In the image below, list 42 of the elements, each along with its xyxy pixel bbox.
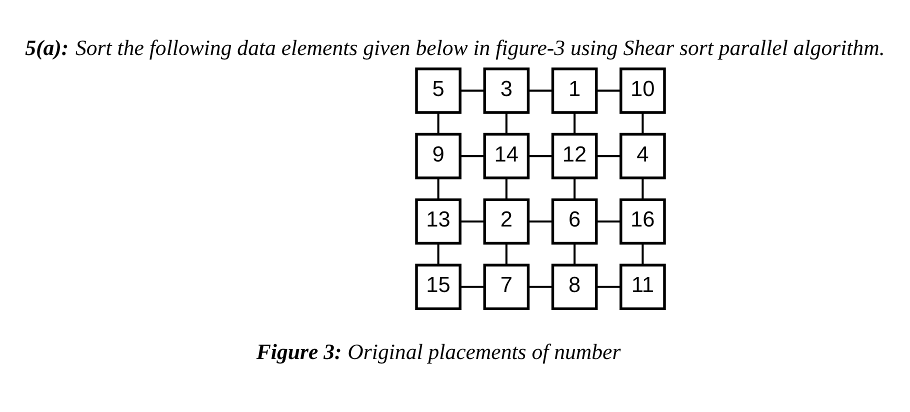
- node-box: 15: [415, 263, 462, 310]
- connector: [528, 285, 552, 288]
- connector: [574, 112, 576, 134]
- connector: [574, 242, 576, 264]
- connector: [460, 89, 484, 92]
- connector: [528, 220, 552, 222]
- connector: [460, 285, 484, 288]
- node-box: 3: [483, 67, 530, 114]
- connector: [642, 112, 644, 134]
- node-box: 10: [620, 67, 666, 114]
- node-box: 14: [483, 132, 530, 179]
- node-box: 16: [620, 198, 666, 244]
- connector: [642, 242, 644, 264]
- connector: [596, 285, 621, 288]
- connector: [528, 154, 552, 157]
- connector: [528, 89, 552, 92]
- node-box: 5: [415, 67, 462, 114]
- connector: [642, 177, 644, 199]
- node-box: 2: [483, 198, 530, 244]
- connector: [460, 220, 484, 222]
- node-box: 6: [551, 198, 598, 244]
- node-box: 1: [551, 67, 598, 114]
- node-box: 9: [415, 132, 462, 179]
- connector: [437, 112, 440, 134]
- node-box: 8: [551, 263, 598, 310]
- connector: [596, 220, 621, 222]
- connector: [505, 112, 508, 134]
- connector: [596, 89, 621, 92]
- node-box: 13: [415, 198, 462, 244]
- connector: [505, 177, 508, 199]
- node-box: 12: [551, 132, 598, 179]
- diagram-title: 5(a): Sort the following data elements given below in figure-3 using Shear sort parallel algorithm.: [25, 35, 885, 60]
- node-box: 11: [620, 263, 666, 310]
- connector: [437, 242, 440, 264]
- connector: [437, 177, 440, 199]
- connector: [596, 154, 621, 157]
- connector: [505, 242, 508, 264]
- caption: Figure 3: Original placements of number: [256, 339, 621, 364]
- connector: [574, 177, 576, 199]
- node-box: 7: [483, 263, 530, 310]
- node-box: 4: [620, 132, 666, 179]
- connector: [460, 154, 484, 157]
